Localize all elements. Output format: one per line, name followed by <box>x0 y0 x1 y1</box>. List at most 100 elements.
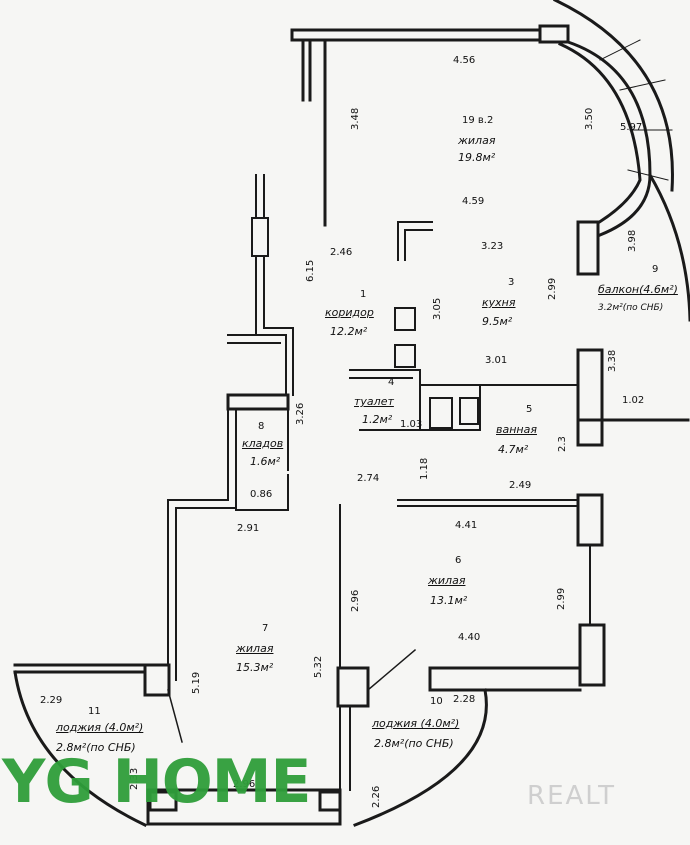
room-storage-name: кладов <box>242 437 284 450</box>
dim-102: 1.02 <box>622 395 645 406</box>
room-bathroom-area: 4.7м² <box>498 443 529 456</box>
wall-corridor-left <box>255 174 294 396</box>
room-living-left-number: 7 <box>262 623 269 634</box>
door-swing-right <box>366 648 417 692</box>
dim-103: 1.03 <box>400 419 423 430</box>
wall-bottom <box>146 788 342 826</box>
room-living-left-name: жилая <box>236 642 274 655</box>
room-balcony-name: балкон(4.6м²) <box>598 283 678 296</box>
room-toilet-area: 1.2м² <box>362 413 393 426</box>
dim-229: 2.29 <box>40 695 63 706</box>
dim-118: 1.18 <box>419 457 430 480</box>
wall-living-bottom <box>428 666 582 692</box>
room-living-mid-number: 6 <box>455 555 462 566</box>
bath-fixture <box>459 397 479 425</box>
room-corridor-number: 1 <box>360 289 367 300</box>
window-living-right <box>576 493 604 547</box>
dim-532: 5.32 <box>313 655 324 678</box>
dim-459: 4.59 <box>462 196 485 207</box>
dim-305: 3.05 <box>432 297 443 320</box>
room-toilet-number: 4 <box>388 377 395 388</box>
wall-bath-bottom <box>397 499 581 507</box>
dim-246: 2.46 <box>330 247 353 258</box>
kitchen-fixture <box>397 221 433 261</box>
window-kitchen-right <box>576 348 604 422</box>
wall-post-top <box>251 217 269 257</box>
wall-left-post <box>143 663 171 697</box>
dim-228: 2.28 <box>453 694 476 705</box>
wall-right-post <box>578 623 606 687</box>
room-living-top-number: 19 в.2 <box>462 115 494 126</box>
dim-441: 4.41 <box>455 520 478 531</box>
wall-top <box>290 28 542 42</box>
dim-291: 2.91 <box>237 523 260 534</box>
dim-226: 2.26 <box>371 785 382 808</box>
dim-597: 5.97 <box>620 122 643 133</box>
room-living-left-area: 15.3м² <box>236 661 274 674</box>
loggia-left-arc <box>13 670 148 828</box>
dim-299a: 2.99 <box>547 277 558 300</box>
window-bath-right <box>576 418 604 447</box>
dim-398: 3.98 <box>627 229 638 252</box>
storage-top-wall <box>226 393 290 411</box>
room-loggia-left-name: лоджия (4.0м²) <box>56 721 144 734</box>
room-living-mid-name: жилая <box>428 574 466 587</box>
loggia-right-arc <box>353 688 488 827</box>
room-living-mid-area: 13.1м² <box>430 594 468 607</box>
dim-296b: 2.96 <box>233 779 256 790</box>
room-corridor-name: коридор <box>325 306 374 319</box>
wall-balcony-curve <box>647 172 690 322</box>
dim-350: 3.50 <box>584 107 595 130</box>
dim-299b: 2.99 <box>556 587 567 610</box>
dim-348: 3.48 <box>350 107 361 130</box>
wall-toilet <box>349 369 581 431</box>
room-kitchen-number: 3 <box>508 277 515 288</box>
dim-249: 2.49 <box>509 480 532 491</box>
room-living-top-name: жилая <box>458 134 496 147</box>
sink-fixture-1 <box>394 307 416 331</box>
room-loggia-left-area: 2.8м²(по СНБ) <box>56 741 136 754</box>
dim-440: 4.40 <box>458 632 481 643</box>
wall-storage-left <box>167 408 237 681</box>
dim-456: 4.56 <box>453 55 476 66</box>
wall-bottom-post-left <box>148 790 178 812</box>
room-bathroom-name: ванная <box>496 423 537 436</box>
dim-338: 3.38 <box>607 349 618 372</box>
wall-bottom-post-right <box>318 790 342 812</box>
dim-086: 0.86 <box>250 489 273 500</box>
dim-296a: 2.96 <box>350 589 361 612</box>
realt-watermark: REALT <box>527 781 617 811</box>
yg-home-logo: YG HOME <box>2 747 311 817</box>
room-toilet-name: туалет <box>354 395 394 408</box>
window-top-right <box>538 24 570 44</box>
room-balcony-area: 3.2м²(по СНБ) <box>598 303 664 313</box>
room-bathroom-number: 5 <box>526 404 533 415</box>
room-kitchen-area: 9.5м² <box>482 315 513 328</box>
window-bay-ticks <box>599 39 673 181</box>
dim-274: 2.74 <box>357 473 380 484</box>
dim-519: 5.19 <box>191 671 202 694</box>
dim-323: 3.23 <box>481 241 504 252</box>
room-living-top-area: 19.8м² <box>458 151 496 164</box>
room-storage-area: 1.6м² <box>250 455 281 468</box>
wall-center-post <box>336 666 370 708</box>
wall-corridor-stub <box>227 334 287 344</box>
room-storage-number: 8 <box>258 421 265 432</box>
room-loggia-left-number: 11 <box>88 706 101 717</box>
room-loggia-right-number: 10 <box>430 696 443 707</box>
dim-615: 6.15 <box>305 259 316 282</box>
window-bay <box>576 220 600 276</box>
door-swing-left <box>167 689 183 743</box>
dim-301: 3.01 <box>485 355 508 366</box>
room-loggia-right-area: 2.8м²(по СНБ) <box>374 737 454 750</box>
wall-arc-outer <box>552 0 674 192</box>
wall-top-left-post <box>301 38 312 102</box>
wall-center-column <box>339 705 351 791</box>
wall-left-exterior <box>13 663 147 674</box>
room-balcony-number: 9 <box>652 264 659 275</box>
room-kitchen-name: кухня <box>482 296 516 309</box>
toilet-fixture <box>429 397 453 429</box>
dim-23: 2.3 <box>557 436 568 452</box>
room-corridor-area: 12.2м² <box>330 325 368 338</box>
